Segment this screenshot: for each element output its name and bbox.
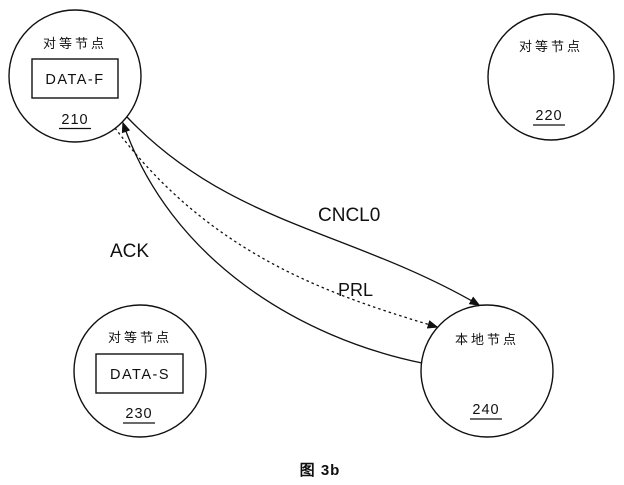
figure-caption: 图 3b [300,462,341,479]
peer-node-220-title: 对等节点 [519,39,583,54]
peer-node-230-id: 230 [125,406,152,422]
peer-node-210-title: 对等节点 [43,36,107,51]
data-s-box [95,353,184,394]
peer-node-220: 对等节点 220 [487,13,615,141]
ack-message-arrow [121,121,423,364]
local-node-240: 本地节点 240 [420,304,554,438]
peer-node-210: 对等节点 DATA-F 210 [8,9,142,143]
local-node-240-circle [420,304,554,438]
peer-node-230-title: 对等节点 [108,330,172,345]
cncl-label: CNCL0 [318,205,380,226]
peer-node-220-circle [487,13,615,141]
peer-node-230: 对等节点 DATA-S 230 [73,304,207,438]
data-f-label: DATA-F [45,72,104,88]
ack-label: ACK [110,241,149,262]
local-node-240-title: 本地节点 [455,332,519,347]
data-f-box [31,58,119,99]
peer-node-210-id: 210 [61,112,88,128]
cncl-message-arrow [126,116,481,306]
peer-node-220-id: 220 [535,108,562,124]
local-node-240-id: 240 [472,402,499,418]
prl-message-arrow-dotted [114,127,439,329]
data-s-label: DATA-S [110,367,170,383]
prl-label: PRL [338,280,373,300]
